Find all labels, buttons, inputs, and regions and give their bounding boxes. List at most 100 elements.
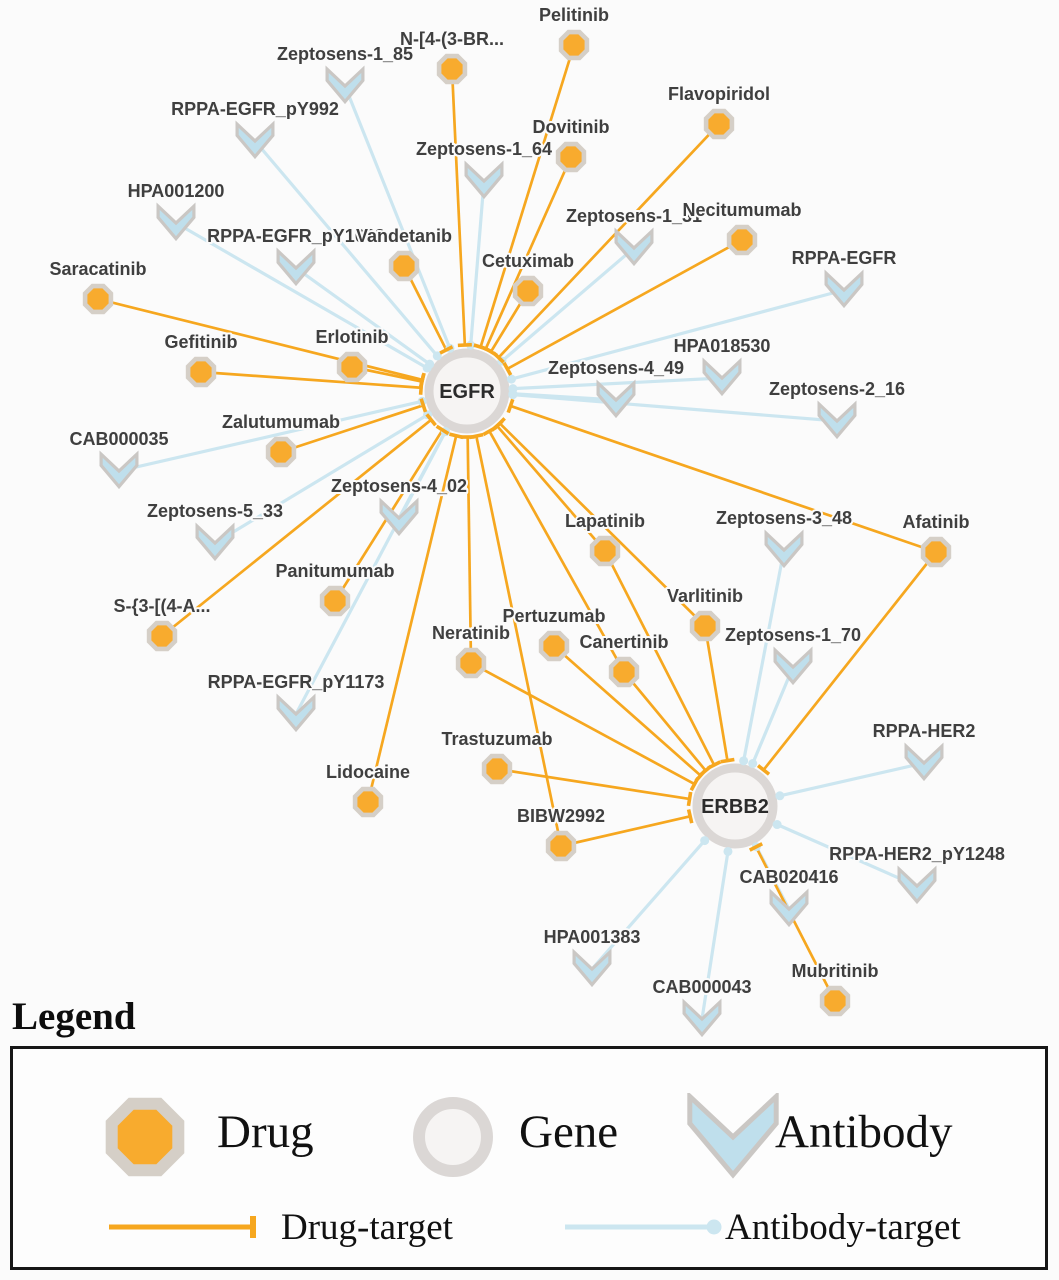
- drug-target-edge: [497, 123, 720, 359]
- drug-node-mubritinib[interactable]: [819, 985, 851, 1017]
- drug-label-s-3-4-a: S-{3-[(4-A...: [113, 596, 210, 616]
- legend-label-gene: Gene: [519, 1106, 619, 1158]
- drug-node-neratinib[interactable]: [455, 647, 487, 679]
- antibody-label-hpa018530: HPA018530: [674, 336, 771, 356]
- tee-arrowhead-icon: [502, 361, 513, 376]
- antibody-node-cab020416[interactable]: [769, 888, 809, 928]
- antibody-icon: [687, 1093, 779, 1179]
- antibody-target-edge: [214, 413, 429, 545]
- drug-label-cetuximab: Cetuximab: [482, 251, 574, 271]
- antibody-target-edge: [512, 376, 723, 391]
- drug-target-edge: [496, 767, 690, 801]
- antibody-node-hpa001383[interactable]: [572, 948, 612, 988]
- antibody-node-rppa-egfr-py1173[interactable]: [276, 693, 316, 733]
- drug-node-zalutumumab[interactable]: [265, 436, 297, 468]
- antibody-node-zeptosens-1-85[interactable]: [325, 65, 365, 105]
- antibody-label-zeptosens-2-16: Zeptosens-2_16: [769, 379, 905, 399]
- dot-arrowhead-icon: [706, 1219, 722, 1235]
- drug-node-saracatinib[interactable]: [82, 283, 114, 315]
- drug-node-bibw2992[interactable]: [545, 830, 577, 862]
- tee-arrowhead-icon: [720, 757, 735, 764]
- antibody-node-zeptosens-3-48[interactable]: [764, 529, 804, 569]
- antibody-label-cab000035: CAB000035: [69, 429, 168, 449]
- drug-node-afatinib[interactable]: [920, 536, 952, 568]
- drug-target-edge: [498, 422, 706, 627]
- drug-label-bibw2992: BIBW2992: [517, 806, 605, 826]
- antibody-node-zeptosens-1-70[interactable]: [773, 646, 813, 686]
- drug-target-edge: [97, 297, 423, 382]
- drug-node-pelitinib[interactable]: [558, 29, 590, 61]
- antibody-node-rppa-her2[interactable]: [904, 742, 944, 782]
- antibody-label-rppa-egfr-py992: RPPA-EGFR_pY992: [171, 99, 339, 119]
- drug-node-flavopiridol[interactable]: [703, 108, 735, 140]
- antibody-label-zeptosens-1-70: Zeptosens-1_70: [725, 625, 861, 645]
- drug-node-pertuzumab[interactable]: [538, 630, 570, 662]
- label-layer: EGFRERBB2Zeptosens-1_85RPPA-EGFR_pY992HP…: [47, 3, 1006, 999]
- antibody-target-edge: [776, 823, 918, 888]
- antibody-node-rppa-egfr-py1068[interactable]: [276, 247, 316, 287]
- antibody-node-rppa-her2-py1248[interactable]: [897, 865, 937, 905]
- drug-node-erlotinib[interactable]: [336, 351, 368, 383]
- legend-label-drug: Drug: [217, 1106, 314, 1158]
- legend-label-antibody-target: Antibody-target: [725, 1207, 961, 1248]
- tee-arrowhead-icon: [457, 342, 472, 348]
- antibody-target-edge: [590, 839, 706, 971]
- drug-node-cetuximab[interactable]: [512, 275, 544, 307]
- antibody-label-zeptosens-5-33: Zeptosens-5_33: [147, 501, 283, 521]
- antibody-label-zeptosens-1-64: Zeptosens-1_64: [416, 139, 552, 159]
- drug-target-edge: [496, 424, 607, 552]
- antibody-node-rppa-egfr[interactable]: [824, 269, 864, 309]
- drug-target-edge: [466, 436, 473, 664]
- drug-node-trastuzumab[interactable]: [481, 753, 513, 785]
- drug-label-dovitinib: Dovitinib: [533, 117, 610, 137]
- antibody-node-zeptosens-2-16[interactable]: [817, 400, 857, 440]
- drug-target-edge: [161, 418, 432, 638]
- drug-label-saracatinib: Saracatinib: [49, 259, 146, 279]
- drug-node-panitumumab[interactable]: [319, 585, 351, 617]
- antibody-target-edge: [500, 246, 636, 363]
- drug-label-necitumumab: Necitumumab: [682, 200, 801, 220]
- antibody-node-hpa001200[interactable]: [156, 202, 196, 242]
- antibody-node-cab000043[interactable]: [682, 998, 722, 1038]
- dot-arrowhead-icon: [739, 756, 749, 766]
- antibody-node-hpa018530[interactable]: [702, 357, 742, 397]
- antibody-node-cab000035[interactable]: [99, 450, 139, 490]
- drug-node-s-3-4-a[interactable]: [146, 620, 178, 652]
- drug-node-lidocaine[interactable]: [352, 786, 384, 818]
- antibody-label-rppa-egfr-py1068: RPPA-EGFR_pY1068: [207, 226, 385, 246]
- tee-arrowhead-icon: [686, 809, 694, 824]
- drug-label-vandetanib: Vandetanib: [356, 226, 452, 246]
- antibody-node-zeptosens-1-64[interactable]: [464, 160, 504, 200]
- antibody-target-edge-icon: [565, 1219, 722, 1235]
- gene-node-erbb2[interactable]: [692, 763, 778, 849]
- drug-node-vandetanib[interactable]: [388, 250, 420, 282]
- drug-label-pertuzumab: Pertuzumab: [502, 606, 605, 626]
- drug-node-lapatinib[interactable]: [589, 535, 621, 567]
- antibody-target-edge: [700, 851, 730, 1020]
- antibody-target-edge: [742, 549, 786, 762]
- dot-arrowhead-icon: [772, 820, 782, 830]
- antibody-node-zeptosens-4-02[interactable]: [379, 497, 419, 537]
- drug-node-necitumumab[interactable]: [726, 224, 758, 256]
- legend-box: Drug Gene Antibody Drug-target Antibody-…: [10, 1046, 1048, 1270]
- antibody-target-edge: [511, 288, 845, 381]
- drug-node-gefitinib[interactable]: [185, 356, 217, 388]
- dot-arrowhead-icon: [723, 846, 733, 856]
- drug-label-varlitinib: Varlitinib: [667, 586, 743, 606]
- gene-node-egfr[interactable]: [424, 348, 510, 434]
- drug-node-dovitinib[interactable]: [555, 141, 587, 173]
- antibody-label-rppa-her2-py1248: RPPA-HER2_pY1248: [829, 844, 1005, 864]
- antibody-target-edge: [175, 221, 428, 370]
- antibody-node-zeptosens-5-33[interactable]: [195, 522, 235, 562]
- drug-label-lidocaine: Lidocaine: [326, 762, 410, 782]
- antibody-node-zeptosens-1-31[interactable]: [614, 227, 654, 267]
- drug-node-canertinib[interactable]: [608, 656, 640, 688]
- antibody-node-rppa-egfr-py992[interactable]: [235, 120, 275, 160]
- antibody-label-hpa001383: HPA001383: [544, 927, 641, 947]
- edge-layer: [97, 44, 938, 1020]
- tee-arrowhead-icon: [469, 432, 484, 440]
- drug-node-n-4-3-br[interactable]: [436, 53, 468, 85]
- antibody-node-zeptosens-4-49[interactable]: [596, 379, 636, 419]
- drug-node-varlitinib[interactable]: [689, 610, 721, 642]
